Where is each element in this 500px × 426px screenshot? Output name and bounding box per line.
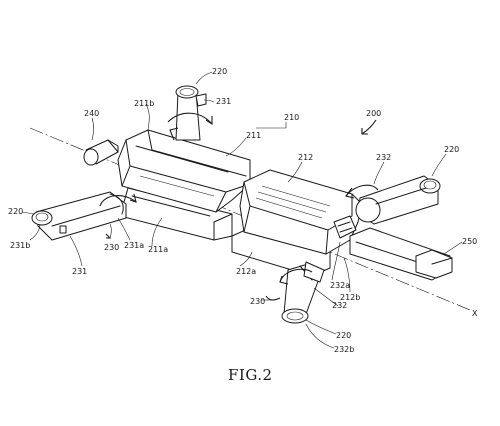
reference-labels: 220 231 240 211b 211 210 200 212 220 232… (8, 67, 478, 354)
label-231-left: 231 (72, 267, 87, 276)
body-211 (117, 129, 251, 241)
label-220-right: 220 (444, 145, 459, 154)
label-220-top: 220 (212, 67, 227, 76)
label-220-left: 220 (8, 207, 23, 216)
label-212b: 212b (340, 293, 360, 302)
arm-231-top (175, 85, 207, 141)
figure-caption: FIG.2 (228, 366, 273, 384)
label-212: 212 (298, 153, 313, 162)
body-212 (231, 169, 363, 277)
label-x-axis: X (472, 309, 478, 318)
label-211a: 211a (148, 245, 168, 254)
leader-lines (21, 71, 463, 349)
label-211: 211 (246, 131, 261, 140)
arm-232-bottom (281, 261, 325, 324)
label-230-left: 230 (104, 243, 119, 252)
label-211b: 211b (134, 99, 154, 108)
label-232a: 232a (330, 281, 350, 290)
label-200: 200 (366, 109, 381, 118)
label-232-bottom: 232 (332, 301, 347, 310)
label-220-bottom: 220 (336, 331, 351, 340)
label-231b: 231b (10, 241, 30, 250)
battery-250 (349, 227, 453, 281)
camera-240 (83, 139, 119, 166)
label-240: 240 (84, 109, 99, 118)
label-250: 250 (462, 237, 477, 246)
arm-232-right (355, 175, 441, 225)
label-230-bottom: 230 (250, 297, 265, 306)
label-231-top: 231 (216, 97, 231, 106)
label-231a: 231a (124, 241, 144, 250)
label-210: 210 (284, 113, 299, 122)
rotation-arrows (99, 112, 379, 285)
label-232b: 232b (334, 345, 354, 354)
label-232-right: 232 (376, 153, 391, 162)
label-212a: 212a (236, 267, 256, 276)
arm-231-left (31, 191, 127, 241)
